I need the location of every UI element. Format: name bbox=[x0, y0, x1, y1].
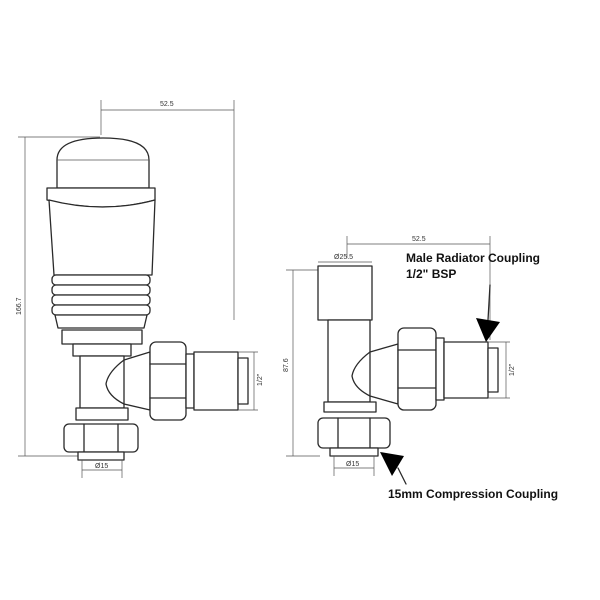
left-side-nut bbox=[149, 341, 195, 421]
right-body-dimension: Ø25.5 bbox=[318, 254, 372, 263]
thermostat-head-dome bbox=[56, 137, 150, 189]
male-coupling-label-line1: Male Radiator Coupling bbox=[406, 251, 540, 265]
right-compression-nut bbox=[317, 417, 391, 457]
right-valve-body bbox=[317, 265, 399, 413]
male-coupling-arrow-icon bbox=[476, 318, 500, 342]
male-coupling-label-line2: 1/2" BSP bbox=[406, 267, 456, 281]
right-thread-label: 1/2" bbox=[509, 363, 516, 376]
left-compression-nut bbox=[63, 423, 139, 461]
thermostat-body bbox=[48, 199, 156, 276]
male-coupling-callout: Male Radiator Coupling 1/2" BSP bbox=[406, 251, 540, 342]
compression-coupling-label: 15mm Compression Coupling bbox=[388, 487, 558, 501]
manual-valve-view: 52.5 Ø25.5 87.6 bbox=[283, 236, 516, 476]
thermostatic-valve-view: 52.5 166.7 bbox=[16, 100, 264, 478]
right-height-label: 87.6 bbox=[283, 358, 290, 372]
right-body-label: Ø25.5 bbox=[334, 254, 353, 261]
compression-coupling-callout: 15mm Compression Coupling bbox=[380, 452, 558, 501]
right-side-nut bbox=[397, 327, 445, 411]
right-width-label: 52.5 bbox=[412, 236, 426, 243]
right-pipe-dimension: Ø15 bbox=[333, 456, 375, 476]
left-width-dimension: 52.5 bbox=[100, 100, 235, 320]
right-male-tail: 1/2" bbox=[443, 341, 516, 399]
left-valve-body bbox=[72, 343, 151, 421]
left-height-label: 166.7 bbox=[16, 297, 23, 315]
left-male-tail: 1/2" bbox=[193, 351, 264, 411]
thermostat-grip-rings bbox=[51, 274, 151, 329]
left-width-label: 52.5 bbox=[160, 101, 174, 108]
right-height-dimension: 87.6 bbox=[283, 269, 320, 457]
knurled-collar bbox=[61, 329, 143, 345]
right-pipe-label: Ø15 bbox=[346, 461, 359, 468]
left-pipe-dimension: Ø15 bbox=[81, 460, 123, 478]
left-height-dimension: 166.7 bbox=[16, 136, 100, 457]
left-pipe-label: Ø15 bbox=[95, 463, 108, 470]
compression-coupling-arrow-icon bbox=[380, 452, 404, 476]
left-thread-label: 1/2" bbox=[257, 373, 264, 386]
